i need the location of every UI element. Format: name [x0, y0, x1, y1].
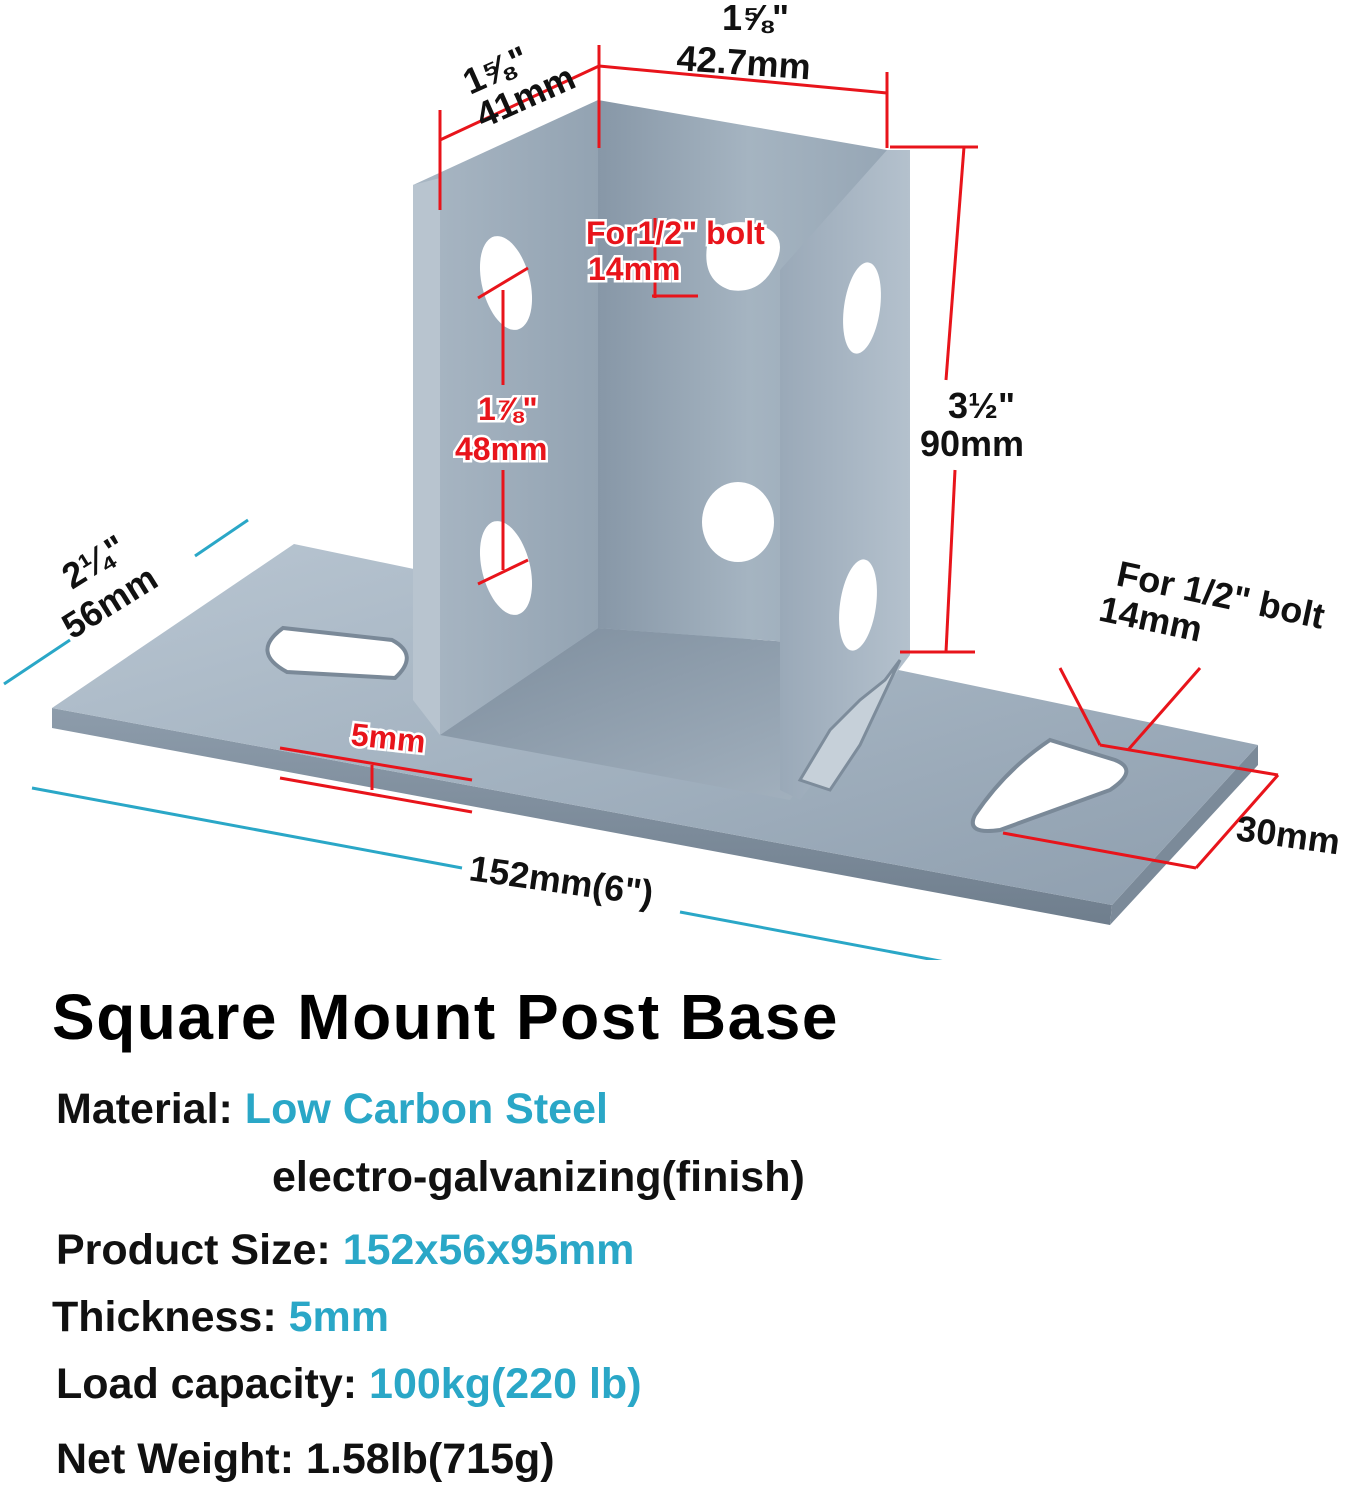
top-bolt-label: For1/2" bolt — [586, 215, 765, 251]
red-dimension-lines — [279, 45, 1280, 870]
spec-thickness-value: 5mm — [288, 1293, 389, 1341]
spec-load: Load capacity: 100kg(220 lb) — [56, 1360, 642, 1409]
back-wall-top-hole — [706, 222, 780, 291]
right-slot-hole — [970, 737, 1129, 833]
spec-load-label: Load capacity: — [56, 1360, 358, 1408]
spec-weight-value: 1.58lb(715g) — [306, 1435, 555, 1483]
left-wall-top-hole — [479, 236, 533, 330]
spec-weight: Net Weight: 1.58lb(715g) — [56, 1435, 555, 1484]
blue-dimension-lines — [3, 518, 943, 960]
spec-material: Material: Low Carbon Steel — [56, 1085, 608, 1134]
height-fraction: 3½" — [948, 385, 1015, 426]
right-wall-top-hole — [843, 262, 881, 354]
spec-material-finish-text: electro-galvanizing(finish) — [272, 1153, 805, 1201]
right-wall-bottom-hole — [839, 559, 877, 651]
spec-size-value: 152x56x95mm — [342, 1226, 635, 1274]
spec-load-value: 100kg(220 lb) — [369, 1360, 642, 1408]
plate-front-edge — [52, 708, 1112, 925]
side-width-fraction: 1⅝" — [722, 0, 789, 38]
spec-size: Product Size: 152x56x95mm — [56, 1226, 634, 1275]
spec-thickness-label: Thickness: — [52, 1293, 277, 1341]
plate-right-edge — [1110, 745, 1258, 925]
spec-weight-label: Net Weight: — [56, 1435, 295, 1483]
spec-size-label: Product Size: — [56, 1226, 331, 1274]
left-wall-bottom-hole — [479, 521, 533, 615]
slot-length-metric: 30mm — [1234, 807, 1343, 862]
product-title: Square Mount Post Base — [52, 981, 839, 1053]
post-base-diagram: 1⅝" 41mm 1⅝" 42.7mm For1/2" bolt 14mm 3½… — [3, 0, 1343, 960]
top-bolt-metric: 14mm — [588, 251, 681, 287]
weld-seam — [797, 659, 902, 792]
hole-spacing-fraction: 1⅞" — [478, 391, 538, 427]
left-slot-hole — [265, 625, 409, 681]
spec-material-label: Material: — [56, 1085, 233, 1133]
left-wall — [413, 100, 598, 735]
spec-material-value: Low Carbon Steel — [244, 1085, 608, 1133]
hole-spacing-metric: 48mm — [455, 431, 548, 467]
length-label: 152mm(6") — [467, 847, 656, 913]
spec-material-finish: electro-galvanizing(finish) — [272, 1153, 805, 1202]
spec-thickness: Thickness: 5mm — [52, 1293, 389, 1342]
side-width-metric: 42.7mm — [675, 37, 812, 87]
back-wall-bottom-hole — [702, 482, 774, 562]
right-wall — [780, 150, 910, 800]
height-metric: 90mm — [920, 423, 1024, 464]
